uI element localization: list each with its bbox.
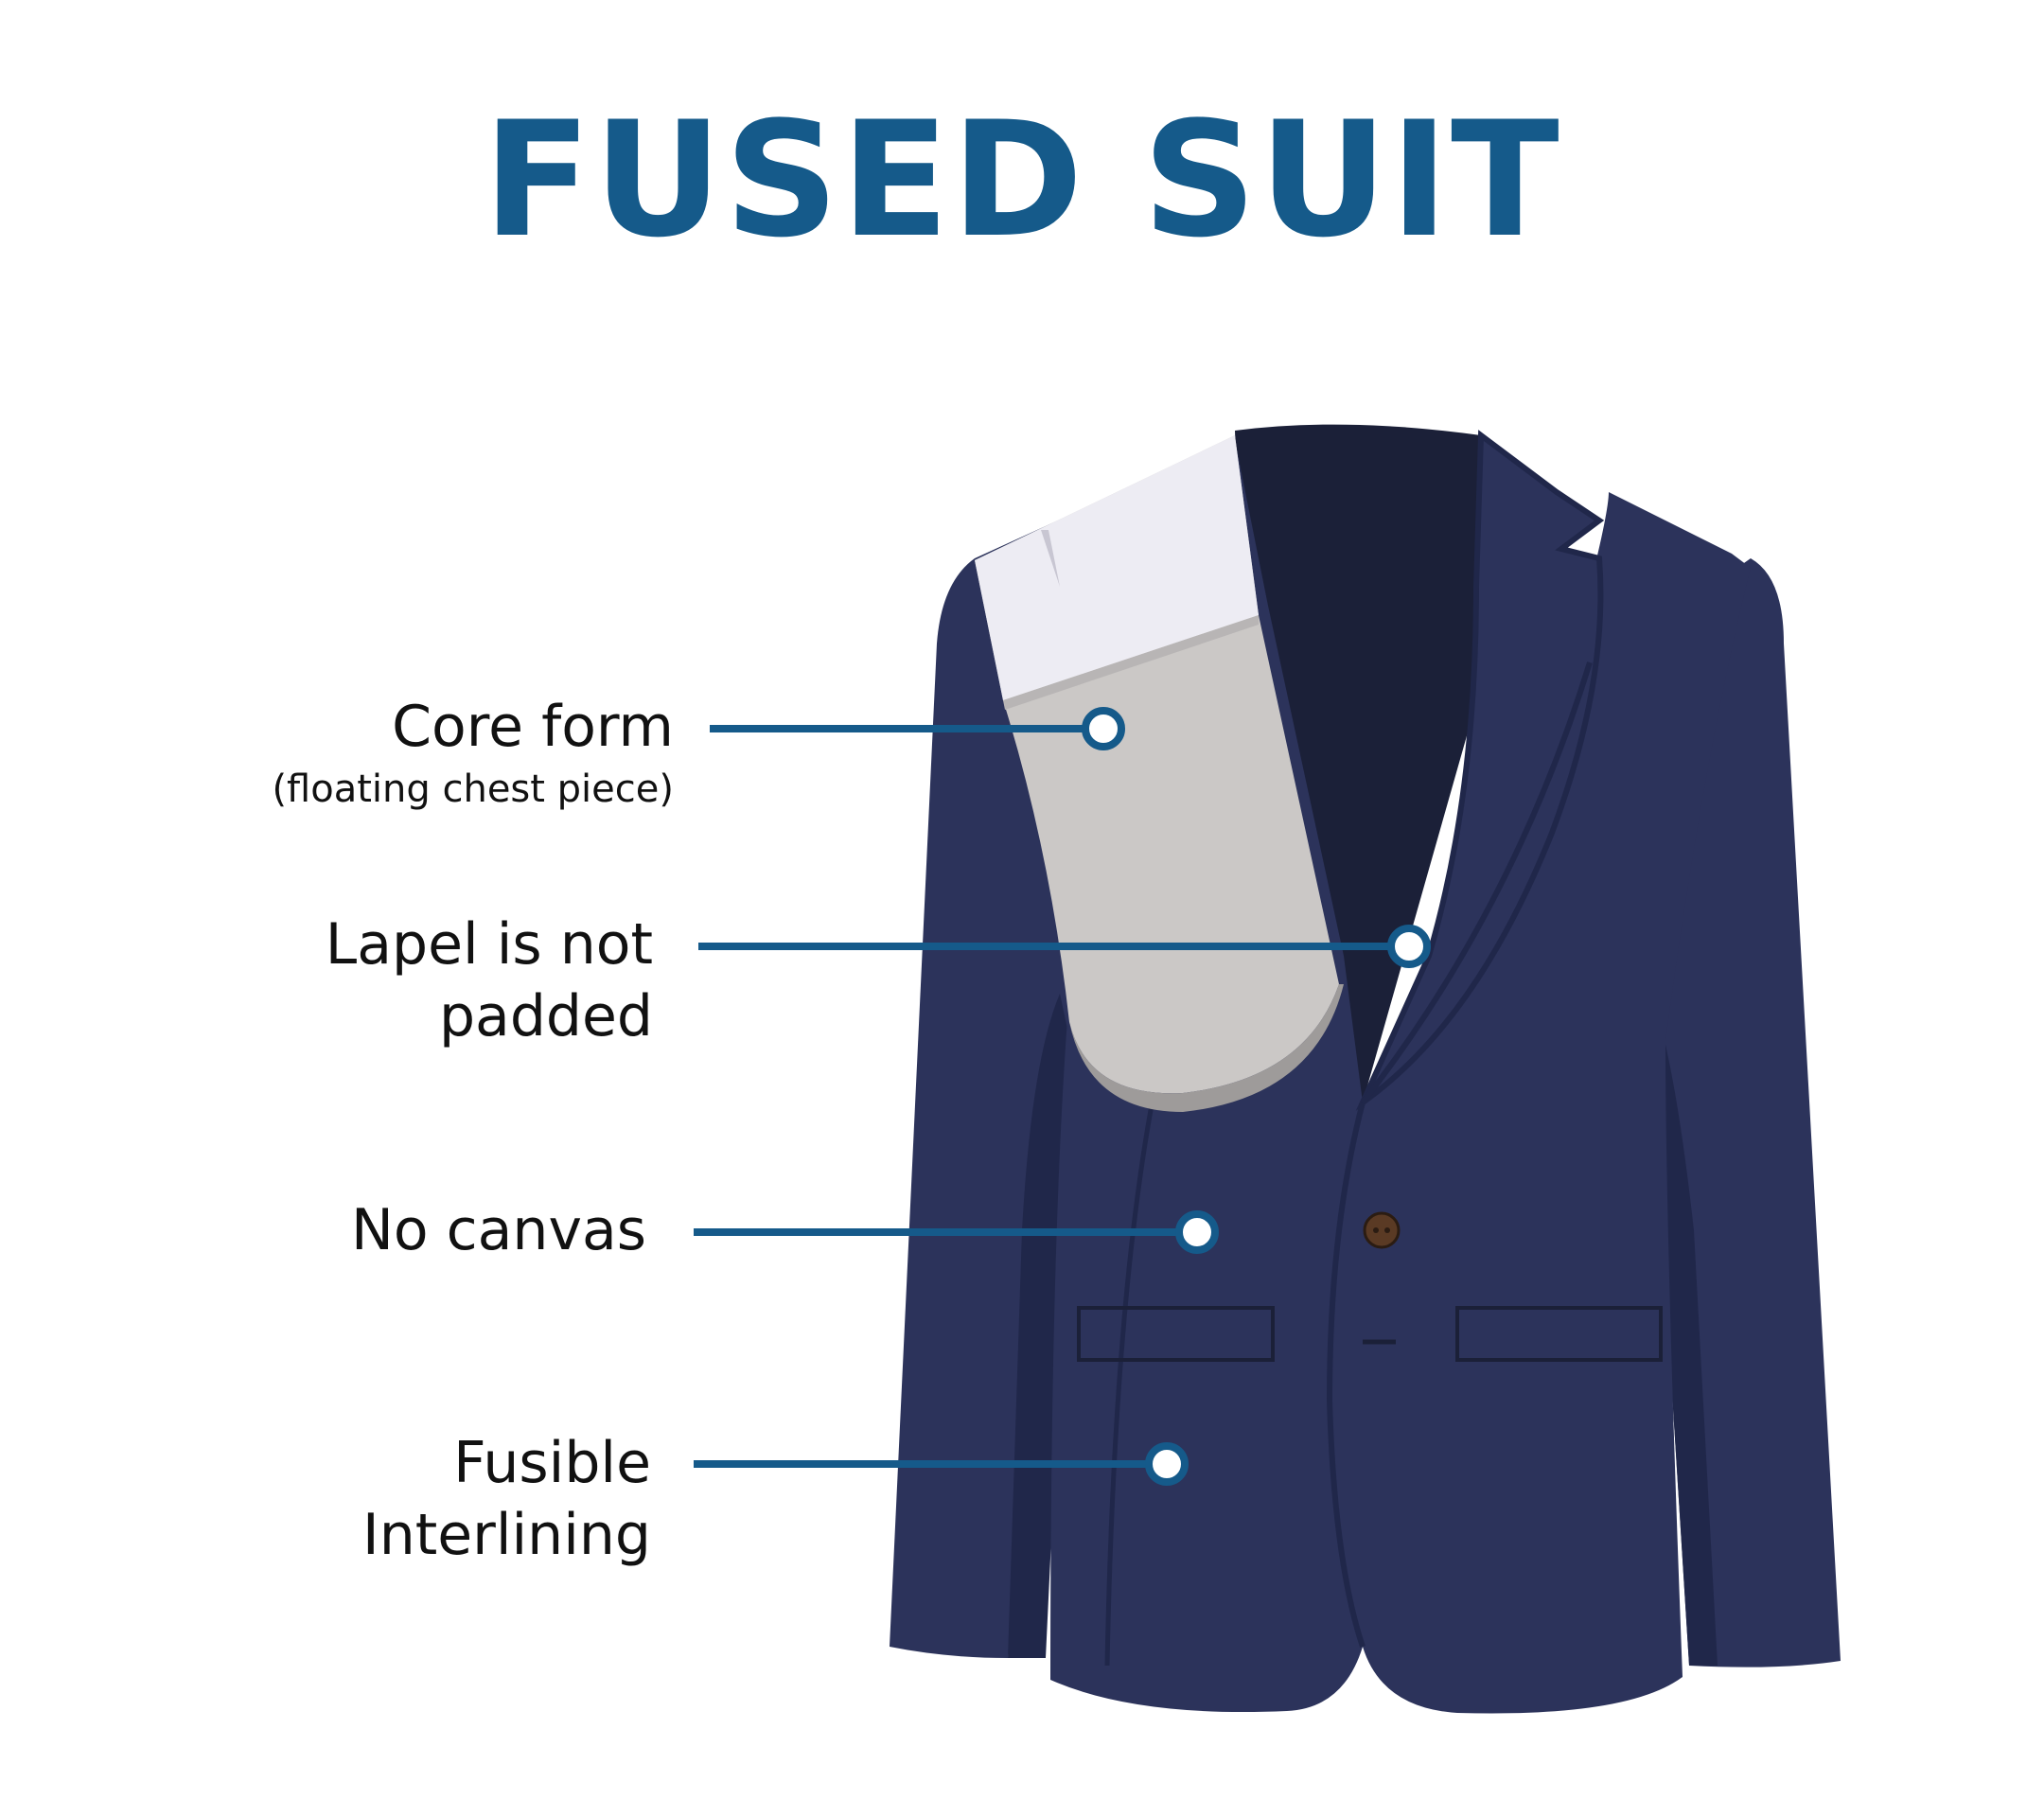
- shoulder-padding-crease: [1041, 530, 1060, 587]
- right-pocket-flap: [1455, 1306, 1663, 1362]
- callout-interlining-line-2: Interlining: [362, 1502, 651, 1568]
- lapel-seam: [1360, 662, 1593, 1104]
- callout-lapel: Lapel is not padded: [326, 908, 653, 1052]
- right-lapel: [1355, 430, 1605, 1111]
- front-edge-seam: [1326, 1102, 1366, 1648]
- shoulder-padding: [975, 435, 1259, 700]
- core-form-shadow: [1069, 984, 1344, 1112]
- callout-lapel-line-1: Lapel is not: [325, 911, 653, 978]
- marker-interlining: [1145, 1442, 1189, 1486]
- callout-interlining: Fusible Interlining: [362, 1427, 651, 1571]
- jacket-button: [1363, 1211, 1401, 1249]
- button-hole-right: [1384, 1227, 1390, 1233]
- callout-lapel-line-2: padded: [438, 983, 653, 1050]
- callout-no-canvas-line-1: No canvas: [351, 1197, 646, 1263]
- marker-no-canvas: [1175, 1210, 1219, 1254]
- callout-core-form-note: (floating chest piece): [272, 767, 674, 811]
- shoulder-padding-edge: [1003, 615, 1259, 710]
- marker-core-form: [1082, 707, 1125, 750]
- callout-core-form: Core form (floating chest piece): [272, 691, 674, 816]
- left-sleeve-shadow: [1008, 994, 1074, 1658]
- page-title: FUSED SUIT: [483, 87, 1561, 273]
- button-hole-left: [1373, 1227, 1379, 1233]
- callout-interlining-line-1: Fusible: [453, 1430, 651, 1496]
- left-pocket-flap: [1077, 1306, 1275, 1362]
- callout-core-form-title: Core form: [392, 694, 674, 760]
- marker-lapel: [1387, 925, 1431, 968]
- collar-interior: [1235, 424, 1481, 1103]
- right-sleeve-shadow: [1651, 994, 1718, 1666]
- callout-no-canvas: No canvas: [351, 1194, 646, 1266]
